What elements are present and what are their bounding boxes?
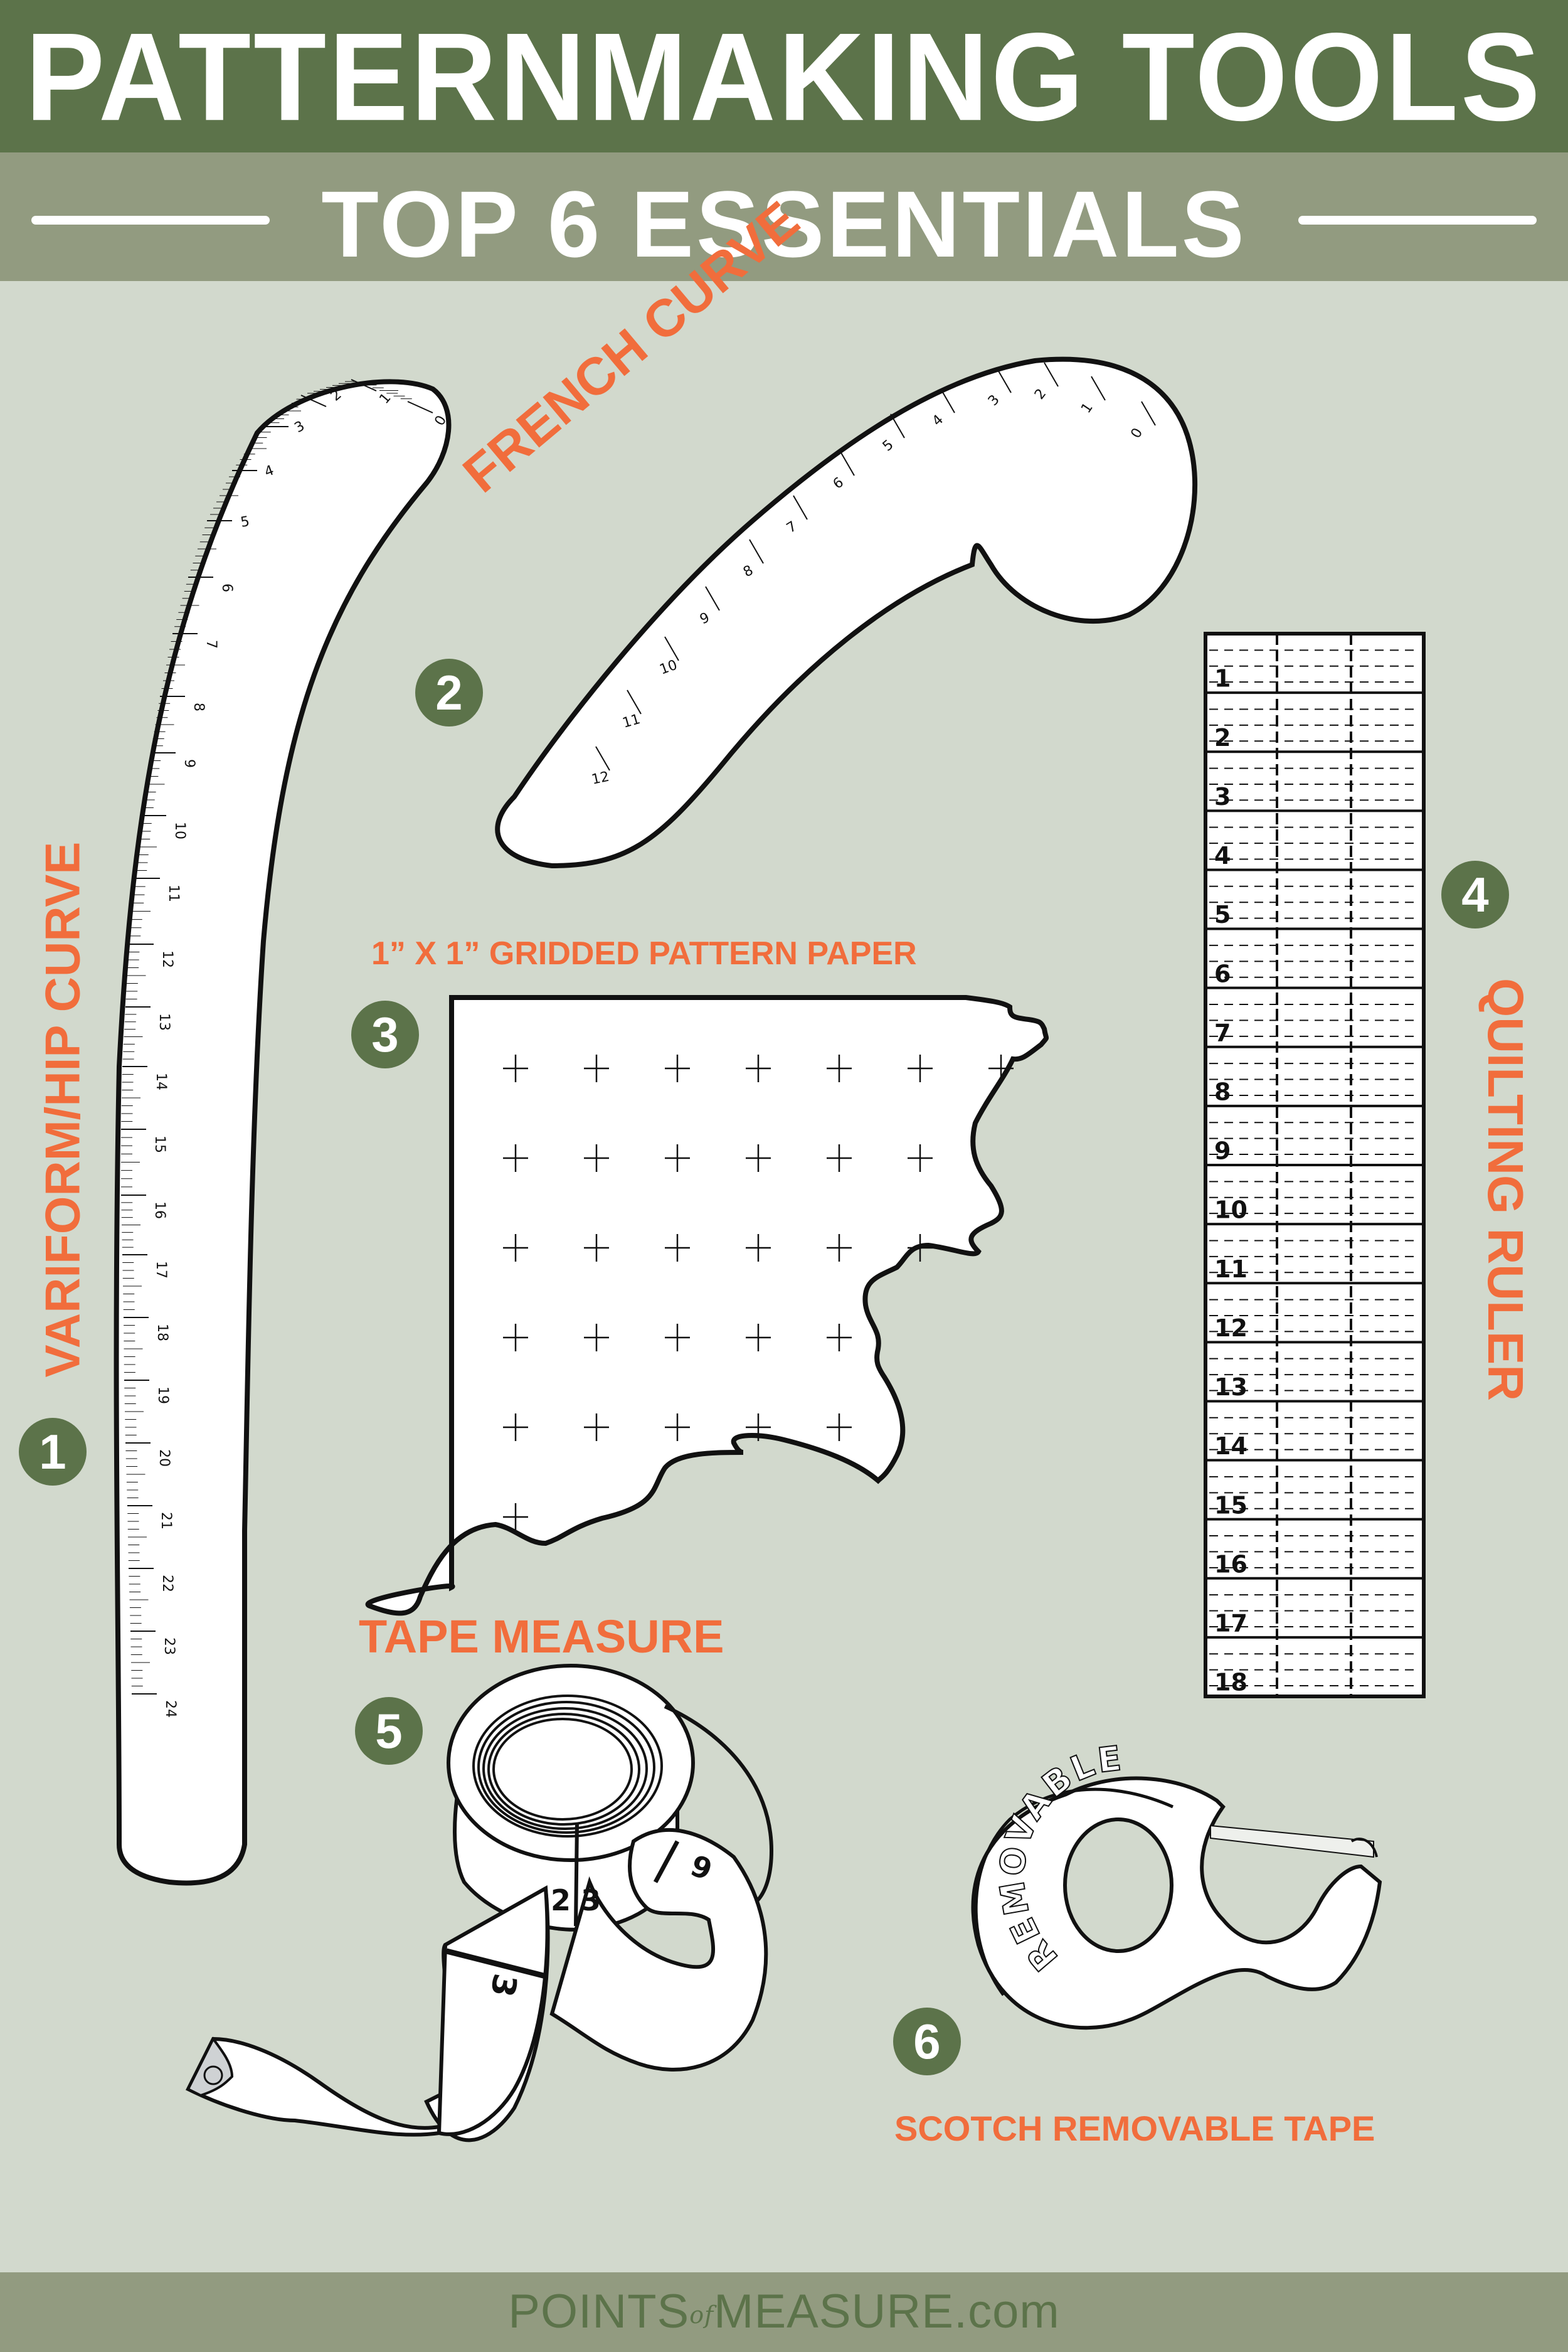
badge-6: 6	[893, 2008, 961, 2075]
svg-text:16: 16	[1214, 1550, 1248, 1578]
footer-banner	[0, 2272, 1568, 2352]
svg-text:23: 23	[161, 1637, 177, 1655]
svg-text:8: 8	[191, 703, 206, 711]
svg-text:19: 19	[155, 1386, 171, 1404]
svg-text:18: 18	[1214, 1669, 1248, 1696]
badge-1: 1	[19, 1418, 87, 1486]
svg-text:1: 1	[1214, 665, 1231, 693]
svg-text:3: 3	[581, 1883, 601, 1917]
svg-text:15: 15	[152, 1136, 167, 1153]
svg-text:9: 9	[181, 759, 197, 768]
svg-text:2: 2	[1214, 724, 1231, 752]
svg-text:16: 16	[152, 1201, 167, 1219]
svg-text:5: 5	[240, 514, 251, 531]
brand-of: of	[689, 2301, 714, 2329]
svg-text:4: 4	[1214, 842, 1231, 870]
svg-text:12: 12	[590, 769, 611, 788]
svg-text:2: 2	[551, 1883, 571, 1917]
pattern-paper-illustration	[365, 995, 1049, 1616]
tape-measure-illustration: 2 3 6 3	[185, 1664, 774, 2142]
svg-text:11: 11	[1214, 1255, 1248, 1283]
svg-text:7: 7	[203, 640, 219, 649]
label-hip-curve: VARIFORM/HIP CURVE	[34, 841, 90, 1378]
svg-text:7: 7	[1214, 1019, 1231, 1046]
svg-text:12: 12	[1214, 1314, 1248, 1342]
badge-5: 5	[355, 1697, 423, 1765]
brand-points: POINTS	[508, 2285, 690, 2338]
label-tape-measure: TAPE MEASURE	[359, 1610, 724, 1663]
svg-text:6: 6	[219, 583, 235, 592]
svg-text:14: 14	[153, 1073, 169, 1090]
label-quilting-ruler: QUILTING RULER	[1478, 977, 1534, 1402]
page-subtitle: TOP 6 ESSENTIALS	[321, 171, 1247, 277]
svg-text:17: 17	[1214, 1609, 1248, 1637]
brand-measure: MEASURE.com	[714, 2285, 1060, 2338]
svg-text:24: 24	[162, 1700, 178, 1718]
badge-2: 2	[415, 659, 483, 726]
svg-text:21: 21	[158, 1512, 174, 1530]
svg-text:13: 13	[1214, 1373, 1248, 1401]
svg-text:10: 10	[172, 822, 188, 839]
svg-text:9: 9	[1214, 1137, 1231, 1165]
subtitle-rule-right	[1298, 216, 1537, 225]
svg-text:17: 17	[153, 1261, 169, 1279]
svg-text:13: 13	[156, 1013, 172, 1031]
footer-brand[interactable]: POINTSofMEASURE.com	[0, 2284, 1568, 2343]
label-pattern-paper: 1” X 1” GRIDDED PATTERN PAPER	[371, 935, 917, 972]
svg-text:12: 12	[159, 950, 175, 968]
svg-text:20: 20	[156, 1449, 172, 1467]
subtitle-rule-left	[31, 216, 270, 225]
label-scotch-tape: SCOTCH REMOVABLE TAPE	[894, 2109, 1375, 2148]
page-title: PATTERNMAKING TOOLS	[25, 7, 1543, 147]
svg-text:18: 18	[154, 1324, 170, 1341]
svg-text:10: 10	[1214, 1196, 1248, 1224]
svg-text:22: 22	[159, 1575, 175, 1592]
svg-text:3: 3	[1214, 783, 1231, 811]
svg-text:8: 8	[1214, 1078, 1231, 1105]
tape-dispenser-illustration: REMOVABLE	[971, 1738, 1382, 2030]
svg-text:11: 11	[166, 885, 181, 902]
badge-3: 3	[351, 1001, 419, 1068]
svg-text:14: 14	[1214, 1432, 1248, 1460]
svg-text:15: 15	[1214, 1491, 1248, 1519]
svg-text:5: 5	[1214, 901, 1231, 929]
badge-4: 4	[1441, 861, 1509, 929]
svg-text:6: 6	[1214, 960, 1231, 987]
title-banner	[0, 0, 1568, 152]
